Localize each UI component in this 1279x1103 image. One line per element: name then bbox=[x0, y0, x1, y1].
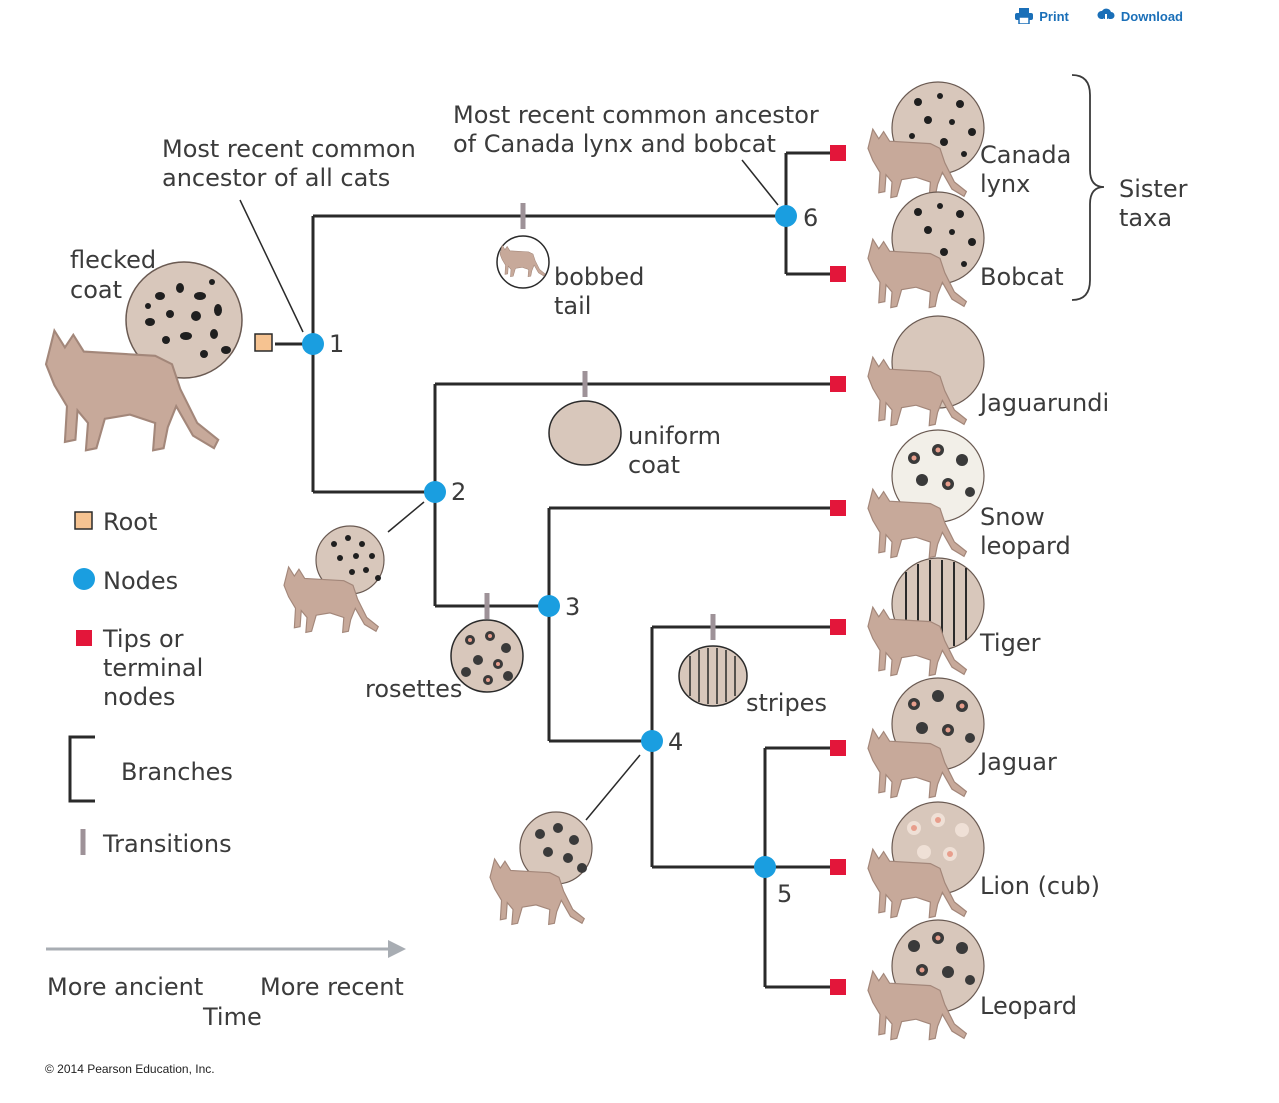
legend-nodes-label: Nodes bbox=[103, 567, 178, 595]
bobbed-tail-line2: tail bbox=[554, 292, 591, 320]
flecked-coat-swatch bbox=[125, 261, 243, 379]
leopard-label: Leopard bbox=[980, 992, 1077, 1020]
time-arrow-head bbox=[388, 940, 406, 958]
jaguar-illustration bbox=[867, 677, 985, 799]
print-button[interactable]: Print bbox=[1015, 8, 1069, 24]
node-4 bbox=[641, 730, 663, 752]
node-2 bbox=[424, 481, 446, 503]
flecks bbox=[145, 279, 231, 358]
tips bbox=[830, 145, 846, 995]
uniform-coat-line2: coat bbox=[628, 451, 680, 479]
legend-root-label: Root bbox=[103, 508, 157, 536]
uniform-coat-swatch bbox=[548, 400, 622, 466]
node-1-label: 1 bbox=[329, 330, 344, 358]
legend-node-swatch bbox=[73, 568, 95, 590]
snow-leopard-illustration bbox=[867, 429, 985, 559]
legend: Root Nodes Tips or terminal nodes Branch… bbox=[68, 508, 233, 858]
uniform-coat-line1: uniform bbox=[628, 422, 721, 450]
node-4-label: 4 bbox=[668, 728, 683, 756]
copyright-notice: © 2014 Pearson Education, Inc. bbox=[45, 1062, 215, 1076]
jaguarundi-illustration bbox=[867, 315, 985, 427]
tiger-label: Tiger bbox=[979, 629, 1041, 657]
mrca-lynx-line1: Most recent common ancestor bbox=[453, 101, 819, 129]
snow-leopard-line1: Snow bbox=[980, 503, 1045, 531]
node-6 bbox=[775, 205, 797, 227]
time-ancient-label: More ancient bbox=[47, 973, 203, 1001]
transitions bbox=[484, 203, 716, 640]
callout-line-node4 bbox=[585, 754, 641, 821]
tip-canada-lynx bbox=[830, 145, 846, 161]
bobbed-tail-line1: bobbed bbox=[554, 263, 644, 291]
time-label: Time bbox=[202, 1003, 262, 1031]
canada-lynx-illustration bbox=[867, 81, 985, 199]
bobcat-label: Bobcat bbox=[980, 263, 1064, 291]
root-ancestor-illustration bbox=[44, 261, 243, 452]
sister-taxa-line2: taxa bbox=[1119, 204, 1172, 232]
legend-transitions-label: Transitions bbox=[102, 830, 232, 858]
download-icon bbox=[1097, 8, 1115, 24]
legend-branches-label: Branches bbox=[121, 758, 233, 786]
legend-tips-line1: Tips or bbox=[102, 625, 184, 653]
tip-jaguarundi bbox=[830, 376, 846, 392]
leopard-illustration bbox=[867, 919, 985, 1041]
tiger-illustration bbox=[867, 557, 985, 677]
download-button[interactable]: Download bbox=[1097, 8, 1183, 24]
toolbar: Print Download bbox=[1015, 8, 1183, 24]
flecked-coat-line1: flecked bbox=[70, 246, 156, 274]
download-label: Download bbox=[1120, 8, 1183, 24]
time-axis: More ancient More recent Time bbox=[46, 940, 406, 1031]
tip-jaguar bbox=[830, 740, 846, 756]
legend-root-swatch bbox=[74, 511, 93, 530]
sister-taxa-brace bbox=[1071, 74, 1105, 301]
tip-bobcat bbox=[830, 266, 846, 282]
node-3 bbox=[538, 595, 560, 617]
time-recent-label: More recent bbox=[260, 973, 404, 1001]
tip-tiger bbox=[830, 619, 846, 635]
bobbed-tail-illustration bbox=[496, 235, 550, 289]
callout-line-mrca-lynx bbox=[741, 159, 779, 206]
mrca-all-line1: Most recent common bbox=[162, 135, 416, 163]
callout-line-node2 bbox=[387, 501, 425, 533]
node2-ancestor-illustration bbox=[283, 525, 385, 634]
nodes bbox=[302, 205, 797, 878]
lion-label: Lion (cub) bbox=[980, 872, 1100, 900]
tip-leopard bbox=[830, 979, 846, 995]
sister-taxa-line1: Sister bbox=[1119, 175, 1188, 203]
printer-icon bbox=[1015, 8, 1034, 24]
legend-branch-swatch bbox=[68, 735, 95, 803]
node4-ancestor-illustration bbox=[489, 811, 593, 926]
stripes-illustration bbox=[678, 645, 748, 707]
jaguar-label: Jaguar bbox=[978, 748, 1057, 776]
bobcat-illustration bbox=[867, 191, 985, 309]
canada-lynx-line1: Canada bbox=[980, 141, 1071, 169]
node-5-label: 5 bbox=[777, 880, 792, 908]
node-5 bbox=[754, 856, 776, 878]
node-6-label: 6 bbox=[803, 204, 818, 232]
jaguarundi-label: Jaguarundi bbox=[978, 389, 1109, 417]
lion-illustration bbox=[867, 801, 985, 919]
snow-leopard-line2: leopard bbox=[980, 532, 1071, 560]
flecked-coat-line2: coat bbox=[70, 276, 122, 304]
stripes-label: stripes bbox=[746, 689, 827, 717]
tip-lion bbox=[830, 859, 846, 875]
mrca-lynx-line2: of Canada lynx and bobcat bbox=[453, 130, 776, 158]
legend-tips-line3: nodes bbox=[103, 683, 175, 711]
legend-tips-line2: terminal bbox=[103, 654, 203, 682]
rosettes-label: rosettes bbox=[365, 675, 462, 703]
mrca-all-line2: ancestor of all cats bbox=[162, 164, 390, 192]
node-1 bbox=[302, 333, 324, 355]
print-label: Print bbox=[1039, 8, 1069, 24]
rosettes-illustration bbox=[450, 619, 524, 693]
legend-tip-swatch bbox=[76, 630, 92, 646]
callout-line-mrca-all bbox=[239, 199, 304, 333]
root-marker bbox=[254, 333, 273, 352]
canada-lynx-line2: lynx bbox=[980, 170, 1030, 198]
node-3-label: 3 bbox=[565, 593, 580, 621]
node-2-label: 2 bbox=[451, 478, 466, 506]
tip-snow-leopard bbox=[830, 500, 846, 516]
